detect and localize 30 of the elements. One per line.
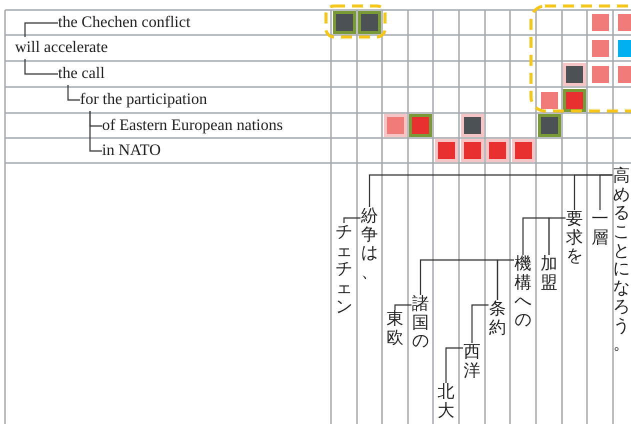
phrase-label: will accelerate	[15, 37, 108, 59]
vertical-phrase-label: 機構への	[514, 255, 532, 330]
vertical-phrase-label: 諸国の	[412, 295, 429, 352]
phrase-label: of Eastern European nations	[102, 115, 283, 137]
tree-connector	[471, 304, 488, 343]
vertical-phrase-label: チェチェン	[336, 223, 352, 316]
vertical-phrase-label: 紛争は、	[361, 207, 378, 282]
vertical-phrase-label: 要求を	[566, 210, 583, 266]
tree-connector	[67, 85, 80, 101]
tree-connector	[522, 217, 550, 255]
phrase-label: for the participation	[80, 89, 208, 111]
tree-connector	[24, 59, 58, 75]
vertical-phrase-label: 西洋	[464, 343, 480, 380]
tree-connector	[89, 111, 102, 152]
vertical-phrase-label: 一層	[592, 210, 608, 248]
tree-connector	[445, 347, 463, 383]
phrase-label: the call	[58, 63, 105, 85]
tree-connector	[548, 217, 566, 255]
tree-connector	[343, 217, 360, 223]
vertical-phrase-label: 東欧	[386, 310, 404, 348]
vertical-phrase-label: 北大	[438, 383, 454, 420]
tree-connector	[394, 304, 412, 310]
vertical-phrase-label: 条約	[489, 300, 506, 338]
phrase-label: in NATO	[102, 140, 161, 162]
vertical-phrase-label: 高めることになろう。	[613, 167, 630, 354]
tree-connector	[496, 259, 514, 300]
vertical-phrase-label: 加盟	[540, 255, 558, 292]
tree-connector	[24, 22, 58, 37]
tree-connector	[599, 174, 612, 210]
phrase-label: the Chechen conflict	[58, 12, 190, 34]
